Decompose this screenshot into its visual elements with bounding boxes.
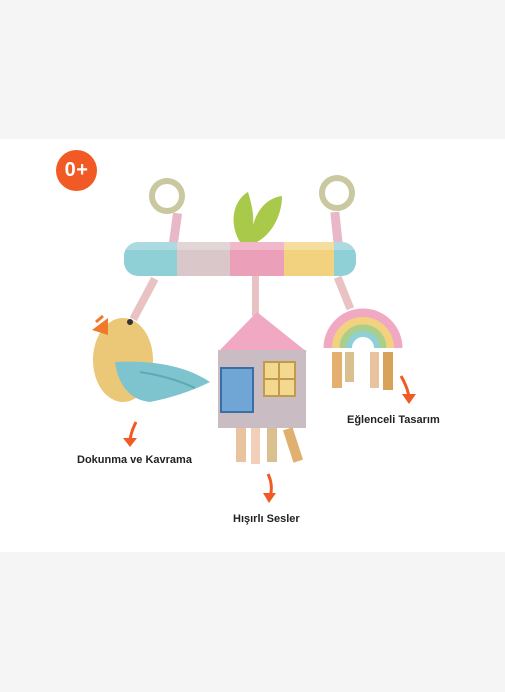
- house-toy: [218, 312, 307, 464]
- right-ring: [319, 175, 355, 211]
- house-strap: [252, 276, 259, 316]
- arrow-down-icon: [123, 421, 138, 447]
- right-strap: [330, 211, 343, 246]
- left-ring: [149, 178, 185, 214]
- rainbow-strap: [333, 275, 355, 311]
- rainbow-toy: [323, 308, 403, 390]
- label-fun-design: Eğlenceli Tasarım: [347, 414, 440, 426]
- age-badge-text: 0+: [64, 159, 89, 181]
- plush-bar: [124, 242, 356, 276]
- age-badge: 0+: [56, 150, 97, 191]
- arrow-down-icon: [399, 375, 416, 404]
- left-strap: [168, 212, 183, 246]
- label-rustling-sounds: Hışırlı Sesler: [233, 513, 300, 525]
- leaf: [233, 192, 282, 243]
- bird-strap: [129, 276, 159, 322]
- label-touch-and-grasp: Dokunma ve Kavrama: [77, 454, 192, 466]
- arrow-down-icon: [263, 473, 276, 503]
- bird-toy: [92, 314, 210, 402]
